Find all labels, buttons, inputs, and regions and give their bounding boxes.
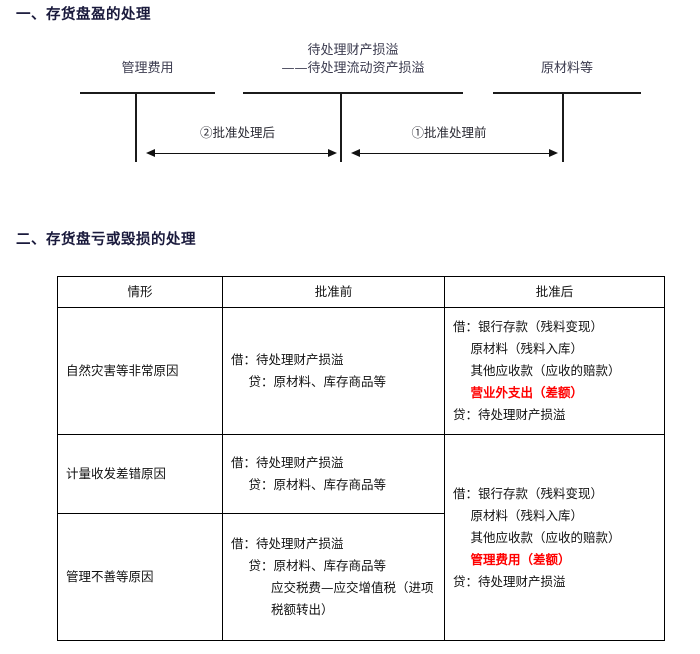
cell-before-mismanagement: 借：待处理财产损溢 贷：原材料、库存商品等 应交税费—应交增值税（进项税额转出） xyxy=(222,513,445,641)
table-row: 计量收发差错原因 借：待处理财产损溢 贷：原材料、库存商品等 借：银行存款（残料… xyxy=(57,434,665,641)
entry-line: 原材料（残料入库） xyxy=(470,341,584,356)
t-account-bar-raw-materials xyxy=(493,92,641,94)
arrow-head-right-after-approval xyxy=(328,149,337,157)
t-account-bar-pending-property-loss xyxy=(243,92,463,94)
t-account-diagram: 管理费用 待处理财产损溢 ——待处理流动资产损溢 原材料等 ②批准处理后 ①批准… xyxy=(0,40,700,180)
arrow-label-before-approval: ①批准处理前 xyxy=(411,125,487,140)
cell-after-merged-measurement-and-mismanagement: 借：银行存款（残料变现） 原材料（残料入库） 其他应收款（应收的赔款） 管理费用… xyxy=(444,434,665,641)
t-account-stem-pending-property-loss xyxy=(340,92,342,162)
cell-case-mismanagement: 管理不善等原因 xyxy=(57,513,223,641)
entry-line: 贷：待处理财产损溢 xyxy=(453,407,566,422)
t-account-title-line2: ——待处理流动资产损溢 xyxy=(281,61,425,76)
t-account-title-management-expense: 管理费用 xyxy=(121,61,174,76)
table-header-row: 情形 批准前 批准后 xyxy=(57,276,665,308)
cell-after-natural-disaster: 借：银行存款（残料变现） 原材料（残料入库） 其他应收款（应收的赔款） 营业外支… xyxy=(444,307,665,435)
arrow-head-left-after-approval xyxy=(146,149,155,157)
entry-line: 贷：原材料、库存商品等 xyxy=(248,558,387,573)
arrow-head-right-before-approval xyxy=(549,149,558,157)
cell-case-natural-disaster: 自然灾害等非常原因 xyxy=(57,307,223,435)
table-row: 自然灾害等非常原因 借：待处理财产损溢 贷：原材料、库存商品等 借：银行存款（残… xyxy=(57,307,665,435)
arrow-line-before-approval xyxy=(357,153,555,154)
t-account-title-line1: 待处理财产损溢 xyxy=(307,43,399,58)
entry-line: 借：银行存款（残料变现） xyxy=(453,319,604,334)
entry-line: 贷：原材料、库存商品等 xyxy=(248,477,387,492)
t-account-stem-raw-materials xyxy=(562,92,564,162)
entry-line-highlight: 管理费用（差额） xyxy=(470,551,571,567)
entry-line: 借：待处理财产损溢 xyxy=(231,455,344,470)
cell-before-measurement-error: 借：待处理财产损溢 贷：原材料、库存商品等 xyxy=(222,434,445,514)
t-account-bar-management-expense xyxy=(80,92,215,94)
cell-before-natural-disaster: 借：待处理财产损溢 贷：原材料、库存商品等 xyxy=(222,307,445,435)
column-header-case: 情形 xyxy=(57,276,223,308)
t-account-title-raw-materials: 原材料等 xyxy=(540,61,593,76)
entry-line: 其他应收款（应收的赔款） xyxy=(470,363,621,378)
arrow-label-after-approval: ②批准处理后 xyxy=(199,125,275,140)
t-account-stem-management-expense xyxy=(135,92,137,162)
inventory-shortage-treatment-table: 情形 批准前 批准后 自然灾害等非常原因 借：待处理财产损溢 贷：原材料、库存商… xyxy=(57,276,665,641)
table-row: 管理不善等原因 借：待处理财产损溢 贷：原材料、库存商品等 应交税费—应交增值税… xyxy=(57,513,665,641)
entry-line: 借：银行存款（残料变现） xyxy=(453,485,604,501)
entry-line: 贷：原材料、库存商品等 xyxy=(248,374,387,389)
section-heading-inventory-surplus: 一、存货盘盈的处理 xyxy=(16,6,151,23)
t-account-title-pending-property-loss: 待处理财产损溢 ——待处理流动资产损溢 xyxy=(243,42,463,78)
entry-line: 原材料（残料入库） xyxy=(470,507,584,523)
column-header-after-approval: 批准后 xyxy=(444,276,665,308)
arrow-head-left-before-approval xyxy=(351,149,360,157)
arrow-line-after-approval xyxy=(152,153,334,154)
entry-line-highlight: 营业外支出（差额） xyxy=(470,385,584,400)
section-heading-inventory-shortage: 二、存货盘亏或毁损的处理 xyxy=(16,231,196,248)
entry-line: 借：待处理财产损溢 xyxy=(231,536,344,551)
entry-line: 应交税费—应交增值税（进项税额转出） xyxy=(271,580,434,617)
cell-case-measurement-error: 计量收发差错原因 xyxy=(57,434,223,514)
column-header-before-approval: 批准前 xyxy=(222,276,445,308)
entry-line: 借：待处理财产损溢 xyxy=(231,352,344,367)
entry-line: 其他应收款（应收的赔款） xyxy=(470,529,621,545)
entry-line: 贷：待处理财产损溢 xyxy=(453,573,566,589)
